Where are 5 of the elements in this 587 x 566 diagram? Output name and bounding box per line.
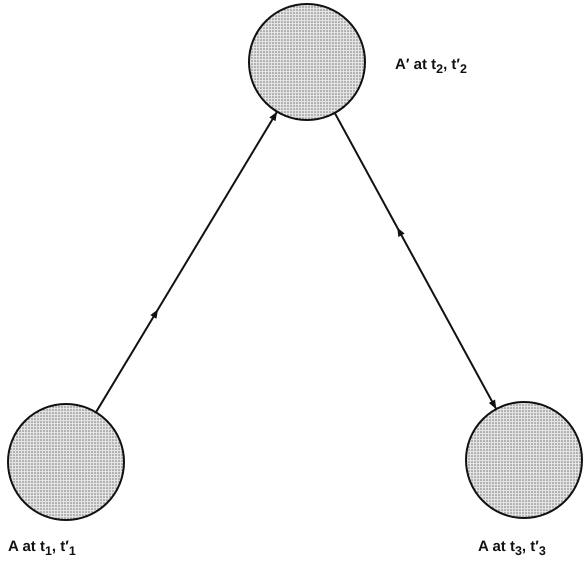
arrow	[95, 111, 278, 413]
node-label: A at t$_{1}$, t′$_{1}$	[8, 538, 76, 558]
node-label: A at t$_{3}$, t′$_{3}$	[478, 538, 546, 558]
arrow	[334, 112, 498, 410]
node-label: A′ at t$_{2}$, t′$_{2}$	[395, 56, 467, 76]
